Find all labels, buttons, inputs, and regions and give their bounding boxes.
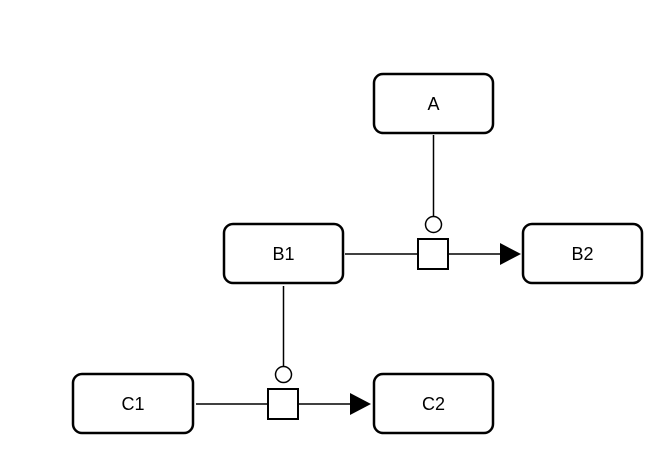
node-c2-label: C2: [422, 394, 445, 414]
node-c1[interactable]: C1: [71, 372, 195, 435]
node-c1-box: [71, 372, 195, 435]
node-b2-box: [521, 222, 644, 285]
control-b1: [274, 286, 293, 384]
junction-square-b[interactable]: [417, 238, 449, 270]
node-a-label: A: [427, 94, 439, 114]
arrowhead-c2-icon: [350, 393, 371, 415]
control-circle-a-icon: [424, 215, 443, 234]
node-c1-label: C1: [121, 394, 144, 414]
node-a-box: [372, 72, 495, 135]
node-b1[interactable]: B1: [222, 222, 345, 285]
connector-b1-b2: [345, 238, 521, 270]
arrowhead-b2-icon: [500, 243, 521, 265]
node-b2[interactable]: B2: [521, 222, 644, 285]
control-a: [424, 135, 443, 234]
junction-square-c[interactable]: [267, 388, 299, 420]
node-c2-box: [372, 372, 495, 435]
node-b2-label: B2: [571, 244, 593, 264]
node-b1-box: [222, 222, 345, 285]
node-c2[interactable]: C2: [372, 372, 495, 435]
node-b1-label: B1: [272, 244, 294, 264]
node-a[interactable]: A: [372, 72, 495, 135]
control-circle-b1-icon: [274, 365, 293, 384]
connector-c1-c2: [196, 388, 371, 420]
